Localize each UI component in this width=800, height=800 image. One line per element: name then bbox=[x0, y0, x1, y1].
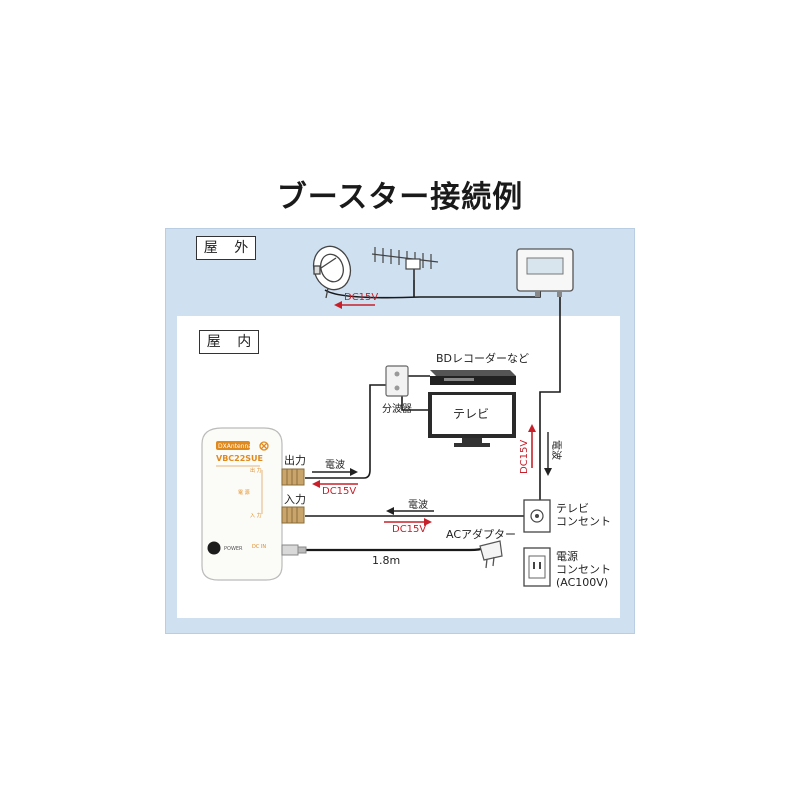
bd-recorder-label: BDレコーダーなど bbox=[436, 351, 529, 365]
tv-outlet-label-line2: コンセント bbox=[556, 515, 611, 528]
output-label: 出力 bbox=[284, 453, 306, 467]
vertical-signal-arrow bbox=[544, 432, 552, 476]
booster-model: VBC22SUE bbox=[216, 454, 263, 463]
input-signal-arrow bbox=[386, 507, 434, 515]
power-outlet-label-line1: 電源 bbox=[556, 549, 578, 563]
power-outlet-label-line3: (AC100V) bbox=[556, 576, 608, 589]
dc-plug-icon bbox=[281, 544, 307, 556]
power-outlet-label-line2: コンセント bbox=[556, 563, 611, 576]
booster-unit: DXAntenna VBC22SUE 出 力 電 源 入 力 POWER DC … bbox=[201, 427, 283, 581]
booster-port-mid-label: 電 源 bbox=[238, 489, 250, 496]
vertical-dc15v-label: DC15V bbox=[519, 440, 530, 474]
input-denpa-label: 電波 bbox=[408, 498, 428, 511]
tv-outlet-label-line1: テレビ bbox=[556, 502, 589, 515]
booster-power-label: POWER bbox=[224, 546, 243, 552]
ac-adapter-icon bbox=[479, 540, 503, 569]
input-label: 入力 bbox=[284, 493, 306, 506]
outdoor-dc-arrow bbox=[334, 301, 375, 309]
output-denpa-label: 電波 bbox=[325, 458, 345, 471]
vertical-denpa-label: 電波 bbox=[550, 440, 563, 460]
tv-outlet-icon bbox=[523, 499, 551, 533]
outdoor-dc15v-label: DC15V bbox=[344, 292, 378, 303]
page-title: ブースター接続例 bbox=[276, 180, 524, 215]
splitter-label: 分波器 bbox=[382, 402, 412, 415]
outdoor-zone-label: 屋 外 bbox=[196, 236, 256, 260]
tv-icon bbox=[428, 392, 516, 447]
amplifier-to-outlet-cable bbox=[539, 290, 561, 500]
uhf-antenna-icon bbox=[371, 247, 439, 280]
satellite-dish-icon bbox=[312, 245, 352, 299]
vertical-dc-arrow bbox=[528, 424, 536, 468]
booster-port-out-label: 出 力 bbox=[250, 467, 262, 474]
output-to-splitter-cable bbox=[305, 384, 386, 479]
output-dc-arrow bbox=[312, 480, 358, 488]
splitter-icon bbox=[385, 365, 409, 397]
power-outlet-icon bbox=[523, 547, 551, 587]
input-dc-arrow bbox=[384, 518, 432, 526]
output-dc15v-label: DC15V bbox=[322, 486, 356, 497]
input-connector-icon bbox=[281, 506, 305, 524]
outdoor-antenna-cable bbox=[324, 289, 541, 299]
power-button-icon bbox=[207, 541, 221, 555]
booster-port-in-label: 入 力 bbox=[250, 512, 262, 519]
indoor-zone-label: 屋 内 bbox=[199, 330, 259, 354]
output-signal-arrow bbox=[312, 468, 358, 476]
cable-length-label: 1.8m bbox=[372, 554, 400, 567]
outdoor-amplifier-icon bbox=[516, 248, 574, 297]
tv-label: テレビ bbox=[453, 407, 489, 421]
input-dc15v-label: DC15V bbox=[392, 524, 426, 535]
splitter-to-tv-cable bbox=[401, 395, 428, 411]
ac-adapter-label: ACアダプター bbox=[446, 527, 516, 541]
bd-recorder-icon bbox=[430, 370, 516, 385]
output-connector-icon bbox=[281, 468, 305, 486]
booster-brand: DXAntenna bbox=[218, 443, 252, 450]
ac-adapter-cable bbox=[305, 546, 485, 552]
booster-dc-in-label: DC IN bbox=[252, 544, 266, 550]
